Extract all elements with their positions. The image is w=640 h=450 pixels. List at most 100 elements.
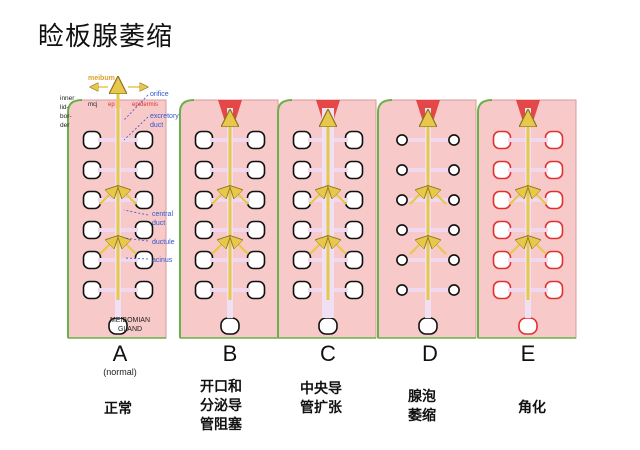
ductule-arrow — [332, 240, 347, 255]
acinus — [292, 220, 312, 240]
label-leader — [123, 116, 149, 141]
acinus — [344, 130, 364, 150]
panel-caption: 正常 — [104, 401, 132, 417]
acinus — [448, 254, 460, 266]
panel-e — [477, 99, 577, 339]
acinus — [82, 220, 102, 240]
acinus — [292, 250, 312, 270]
panel-letter-e: E — [520, 341, 536, 366]
acinus — [492, 280, 512, 300]
acinus — [134, 280, 154, 300]
acinus — [134, 220, 154, 240]
ductule-arrow — [211, 240, 226, 255]
ductule-arrow — [432, 190, 447, 205]
label-meibum: meibum — [88, 75, 115, 82]
acinus — [544, 250, 564, 270]
label-inner-lid-border: inner — [60, 95, 75, 102]
panel-a — [67, 85, 167, 339]
acinus — [396, 194, 408, 206]
acinus — [492, 220, 512, 240]
panel-letter-a: A — [112, 341, 128, 366]
acinus — [448, 224, 460, 236]
panel-caption: 中央导 管扩张 — [300, 381, 342, 416]
panel-letter-c: C — [320, 341, 336, 366]
epithelium-border — [179, 99, 195, 338]
label-inner-lid-border: der — [60, 122, 70, 129]
label-leader — [123, 237, 149, 242]
ductule-arrow — [99, 240, 114, 255]
acinus — [246, 190, 266, 210]
acinus — [292, 130, 312, 150]
acinus — [246, 220, 266, 240]
label-mcj: mcj — [88, 102, 97, 108]
acinus — [448, 284, 460, 296]
acinus — [344, 160, 364, 180]
label-excretory-duct: duct — [150, 122, 163, 129]
acinus — [544, 160, 564, 180]
panel-b — [179, 99, 279, 339]
acinus — [134, 130, 154, 150]
acinus — [492, 160, 512, 180]
label-central-duct: central — [152, 211, 173, 218]
ductule-arrow — [509, 190, 524, 205]
acinus — [194, 130, 214, 150]
epithelium-border — [377, 99, 393, 338]
label-epidermis: epidermis — [132, 102, 158, 108]
acinus — [82, 190, 102, 210]
label-ep: ep — [108, 102, 115, 108]
ductule-arrow — [532, 240, 547, 255]
epithelium-border — [477, 99, 493, 338]
ductule-arrow — [234, 190, 249, 205]
label-leader — [123, 94, 149, 121]
acinus — [544, 190, 564, 210]
acinus — [344, 190, 364, 210]
acinus — [246, 250, 266, 270]
label-inner-lid-border: lid- — [60, 104, 69, 111]
ductule-arrow — [211, 190, 226, 205]
acinus — [82, 280, 102, 300]
acinus — [544, 280, 564, 300]
ductule-arrow — [332, 190, 347, 205]
acinus — [134, 190, 154, 210]
acinus — [194, 220, 214, 240]
acinus — [544, 220, 564, 240]
ductule-arrow — [99, 190, 114, 205]
label-orifice: orifice — [150, 91, 169, 98]
label-central-duct: duct — [152, 220, 165, 227]
label-leader — [123, 257, 149, 260]
acinus — [82, 130, 102, 150]
label-meibomian-gland: GLAND — [118, 326, 142, 333]
panel-caption: 角化 — [518, 400, 546, 416]
label-inner-lid-border: bor- — [60, 113, 72, 120]
terminal-acinus — [418, 317, 438, 335]
acinus — [492, 250, 512, 270]
panel-c — [277, 99, 377, 339]
panel-sublabel: (normal) — [103, 367, 137, 377]
ductule-arrow — [409, 190, 424, 205]
ductule-arrow — [509, 240, 524, 255]
label-ductule: ductule — [152, 239, 175, 246]
acinus — [544, 130, 564, 150]
acinus — [396, 134, 408, 146]
acinus — [246, 130, 266, 150]
acinus — [82, 160, 102, 180]
panel-letter-b: B — [222, 341, 238, 366]
acinus — [344, 250, 364, 270]
acinus — [448, 194, 460, 206]
panel-caption: 开口和 分泌导 管阻塞 — [200, 379, 242, 433]
acinus — [492, 130, 512, 150]
acinus — [246, 160, 266, 180]
ductule-arrow — [532, 190, 547, 205]
ductule-arrow — [409, 240, 424, 255]
acinus — [292, 160, 312, 180]
acinus — [492, 190, 512, 210]
page-title: 睑板腺萎缩 — [38, 22, 174, 52]
terminal-acinus — [318, 317, 338, 335]
acinus — [246, 280, 266, 300]
acinus — [292, 190, 312, 210]
terminal-acinus — [518, 317, 538, 335]
ductule-arrow — [309, 190, 324, 205]
acinus — [396, 254, 408, 266]
acinus — [292, 280, 312, 300]
